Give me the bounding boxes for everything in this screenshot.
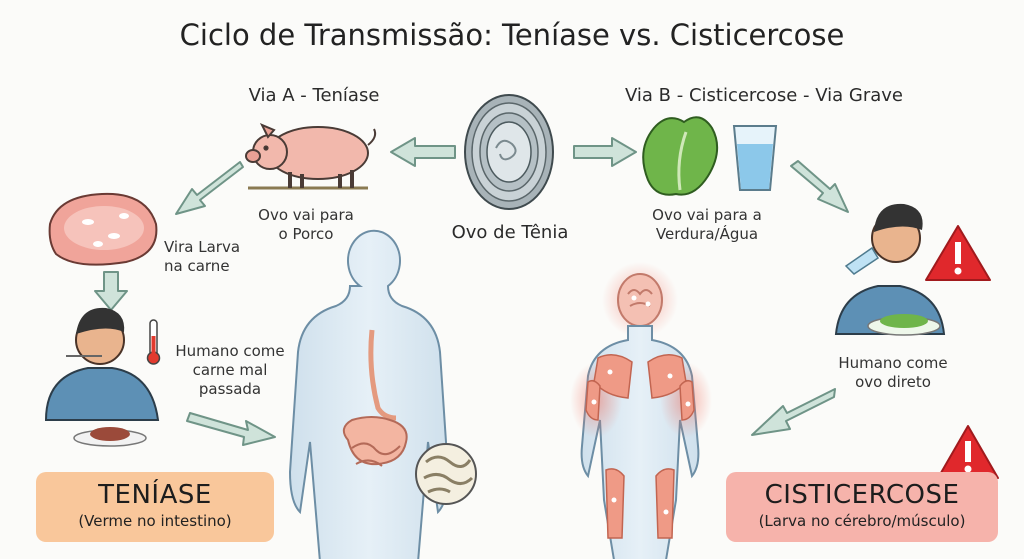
raw-pork-icon <box>48 192 158 266</box>
arrow-pig-to-meat <box>175 161 244 215</box>
human-body-muscles-brain-icon <box>570 262 712 559</box>
arrow-egg-to-veg <box>573 137 637 167</box>
tapeworm-egg-icon <box>464 94 554 210</box>
eat-caption: Humano come carne mal passada <box>175 342 285 398</box>
arrow-meat-to-eater <box>94 271 128 311</box>
teniase-title: TENÍASE <box>98 480 212 510</box>
veg-caption: Ovo vai para a Verdura/Água <box>652 206 762 243</box>
pig-icon <box>245 123 377 190</box>
water-glass-icon <box>732 125 778 191</box>
thermometer-icon <box>146 319 161 365</box>
human-body-intestine-icon <box>288 229 450 559</box>
arrow-veg-to-human <box>790 160 849 213</box>
tapeworm-magnified-icon <box>415 443 477 505</box>
cisticercose-box: CISTICERCOSE (Larva no cérebro/músculo) <box>726 472 998 542</box>
arrow-egg-to-pig <box>390 137 456 167</box>
page-title: Ciclo de Transmissão: Teníase vs. Cistic… <box>179 18 845 52</box>
lettuce-icon <box>642 116 719 196</box>
warning-icon <box>937 425 999 479</box>
arrow-human-to-cist-body <box>751 388 836 436</box>
arrow-eater-to-body <box>186 412 276 446</box>
meat-caption: Vira Larva na carne <box>164 238 241 275</box>
pig-caption: Ovo vai para o Porco <box>258 206 354 243</box>
teniase-box: TENÍASE (Verme no intestino) <box>36 472 274 542</box>
cisticercose-subtitle: (Larva no cérebro/músculo) <box>758 512 966 530</box>
via-a-label: Via A - Teníase <box>248 85 380 106</box>
egg-label: Ovo de Tênia <box>451 222 569 243</box>
human-drinking-water-icon <box>834 203 946 336</box>
human-eating-meat-icon <box>44 307 160 447</box>
warning-icon <box>925 225 991 281</box>
cisticercose-title: CISTICERCOSE <box>764 480 960 510</box>
drink-caption: Humano come ovo direto <box>838 354 948 391</box>
via-b-label: Via B - Cisticercose - Via Grave <box>624 85 903 106</box>
teniase-subtitle: (Verme no intestino) <box>78 512 232 530</box>
